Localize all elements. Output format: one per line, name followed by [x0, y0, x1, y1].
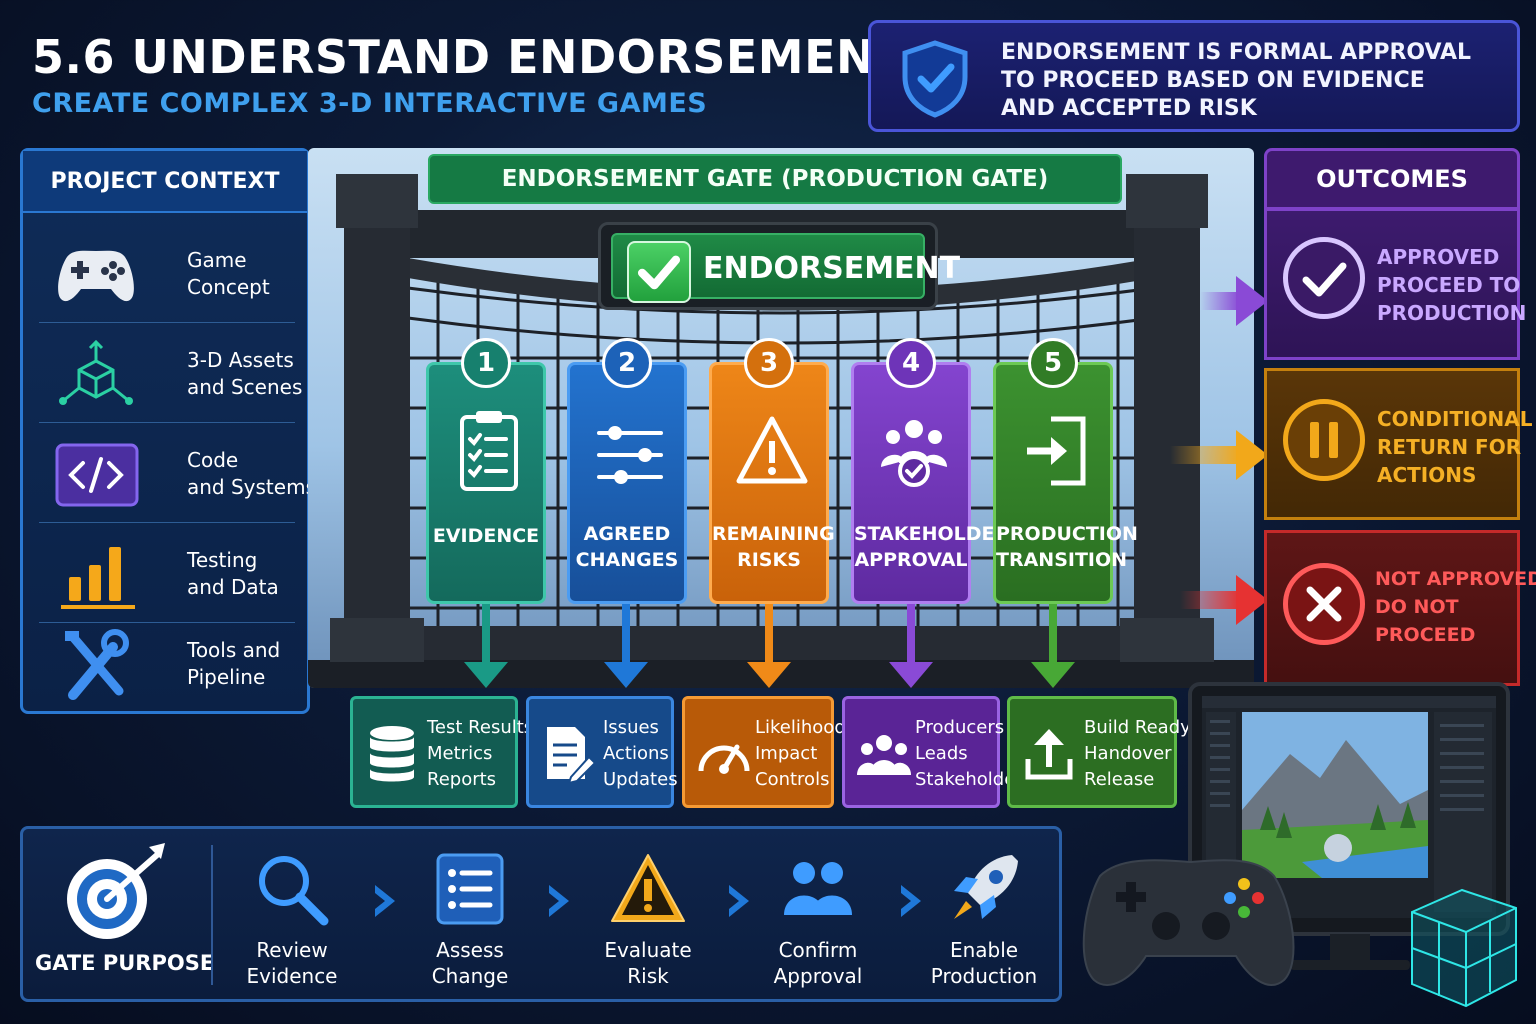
holographic-cube-icon [1411, 888, 1517, 1008]
enter-door-icon [1027, 416, 1086, 486]
shield-check-icon [902, 40, 968, 118]
step-number-5: 5 [1028, 338, 1078, 388]
gate-heading: ENDORSEMENT GATE (PRODUCTION GATE) [428, 154, 1122, 204]
project-context-heading: PROJECT CONTEXT [23, 151, 307, 213]
database-icon [370, 726, 414, 782]
check-circle-icon [1283, 237, 1365, 319]
chevron-right-icon [729, 885, 749, 917]
people-icon [857, 735, 911, 775]
warning-icon [611, 854, 685, 922]
endorsement-badge: ENDORSEMENT [598, 222, 960, 310]
bar-chart-icon [61, 547, 135, 609]
gamepad-icon [58, 250, 134, 302]
upload-icon [1025, 729, 1073, 780]
sliders-icon [597, 426, 663, 484]
page-subtitle: CREATE COMPLEX 3-D INTERACTIVE GAMES [32, 88, 708, 119]
monitor-icon [1188, 682, 1510, 970]
rocket-icon [954, 855, 1018, 919]
step-number-2: 2 [602, 338, 652, 388]
step-number-1: 1 [461, 338, 511, 388]
page-title: 5.6 UNDERSTAND ENDORSEMENT [32, 30, 907, 84]
cube-icon [59, 339, 133, 405]
chevron-right-icon [901, 885, 921, 917]
step-number-3: 3 [744, 338, 794, 388]
chevron-right-icon [375, 885, 395, 917]
definition-text: ENDORSEMENT IS FORMAL APPROVAL TO PROCEE… [1001, 40, 1472, 121]
x-circle-icon [1283, 563, 1365, 645]
people-icon [784, 862, 852, 915]
clipboard-checklist-icon [460, 411, 518, 491]
chevron-right-icon [549, 885, 569, 917]
check-icon [627, 241, 691, 303]
controller-icon [1082, 859, 1295, 986]
gauge-icon [698, 744, 750, 774]
code-icon [55, 443, 139, 507]
outcomes-heading: OUTCOMES [1264, 148, 1520, 210]
game-setup-illustration [1082, 682, 1517, 1008]
tools-icon [65, 629, 129, 700]
gate-purpose-label: GATE PURPOSE [35, 951, 215, 975]
document-edit-icon [547, 727, 595, 783]
target-icon [67, 843, 165, 939]
step-card-evidence: EVIDENCE [426, 362, 546, 604]
step-connectors [464, 600, 1075, 688]
checklist-icon [436, 853, 504, 925]
magnifier-icon [259, 856, 329, 926]
group-check-icon [881, 420, 947, 487]
pause-circle-icon [1283, 399, 1365, 481]
warning-icon [736, 416, 808, 484]
definition-box: ENDORSEMENT IS FORMAL APPROVAL TO PROCEE… [868, 20, 1520, 132]
outcome-arrows [1170, 276, 1268, 625]
step-number-4: 4 [886, 338, 936, 388]
